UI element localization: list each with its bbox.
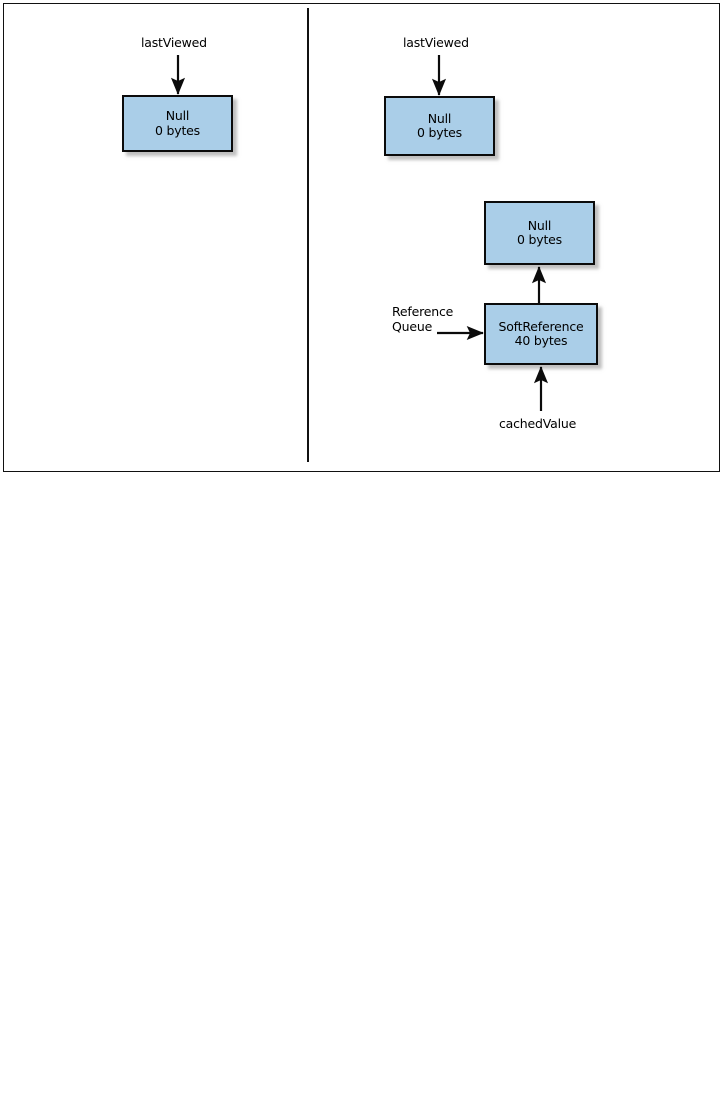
node-softreference-line1: SoftReference <box>498 318 584 334</box>
node-null-referent-line2: 0 bytes <box>517 232 562 247</box>
node-null-left: Null 0 bytes <box>122 95 233 152</box>
node-softreference-line2: 40 bytes <box>514 333 568 348</box>
node-null-left-line1: Null <box>165 108 190 123</box>
label-reference-queue: Reference Queue <box>392 304 454 335</box>
node-null-referent: Null 0 bytes <box>484 201 595 265</box>
page-blank-area <box>0 480 722 1109</box>
figure-container: lastViewed Null 0 bytes lastViewed Null … <box>0 0 722 480</box>
node-null-right: Null 0 bytes <box>384 96 495 156</box>
node-null-left-line2: 0 bytes <box>155 122 200 138</box>
label-reference-queue-line1: Reference <box>392 304 454 319</box>
panel-divider <box>307 8 309 462</box>
label-lastviewed-left: lastViewed <box>141 35 207 50</box>
label-cachedvalue: cachedValue <box>499 416 577 431</box>
node-null-right-line1: Null <box>427 110 452 126</box>
figure-frame <box>3 3 720 472</box>
node-null-right-line2: 0 bytes <box>417 125 462 140</box>
label-lastviewed-right: lastViewed <box>403 35 469 50</box>
label-reference-queue-line2: Queue <box>392 318 433 334</box>
node-softreference: SoftReference 40 bytes <box>484 303 598 365</box>
node-null-referent-line1: Null <box>527 217 552 233</box>
